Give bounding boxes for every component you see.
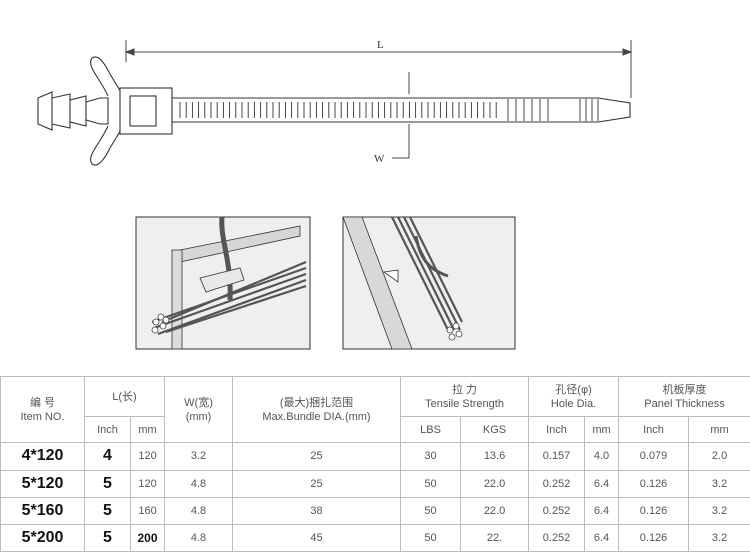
cell-kgs: 22. — [460, 523, 530, 553]
cell-lbs: 50 — [400, 469, 462, 498]
header-hole-inch: Inch — [528, 416, 586, 444]
cell-hole-inch: 0.252 — [528, 523, 586, 553]
cell-hole-inch: 0.252 — [528, 496, 586, 525]
header-length-inch: Inch — [84, 416, 131, 444]
header-item-en: Item NO. — [20, 410, 65, 423]
header-panel-cn: 机板厚度 — [662, 383, 707, 396]
table-row: 5*160 5 160 4.8 38 50 22.0 0.252 6.4 0.1… — [0, 496, 750, 525]
cell-bundle: 45 — [232, 523, 402, 553]
cell-kgs: 22.0 — [460, 469, 530, 498]
cell-kgs: 22.0 — [460, 496, 530, 525]
header-hole: 孔径(φ) Hole Dia. — [528, 375, 620, 418]
header-panel: 机板厚度 Panel Thickness — [618, 375, 750, 418]
spec-table: 编 号 Item NO. L(长) W(宽) (mm) (最大)捆扎范围 Max… — [0, 375, 750, 553]
header-hole-cn: 孔径(φ) — [555, 383, 592, 396]
header-panel-mm: mm — [688, 416, 750, 444]
length-label: L — [377, 39, 384, 51]
cell-item: 4*120 — [0, 442, 85, 471]
header-item-no: 编 号 Item NO. — [0, 375, 85, 444]
cell-panel-inch: 0.126 — [618, 496, 690, 525]
cell-panel-mm: 3.2 — [688, 496, 750, 525]
cell-panel-inch: 0.126 — [618, 523, 690, 553]
header-length: L(长) — [83, 375, 166, 418]
cell-item: 5*160 — [0, 496, 85, 525]
header-hole-en: Hole Dia. — [550, 397, 597, 410]
cell-panel-inch: 0.079 — [618, 442, 690, 471]
installation-illustration-side — [135, 216, 311, 350]
cell-bundle: 25 — [232, 469, 402, 498]
header-bundle-line2: Max.Bundle DIA.(mm) — [262, 410, 371, 423]
header-panel-inch: Inch — [618, 416, 690, 444]
cell-width: 4.8 — [164, 523, 234, 553]
cell-length-mm: 120 — [129, 442, 166, 471]
cable-tie-drawing: L W — [37, 39, 633, 350]
cell-panel-mm: 2.0 — [688, 442, 750, 471]
table-row: 4*120 4 120 3.2 25 30 13.6 0.157 4.0 0.0… — [0, 442, 750, 471]
header-tensile: 拉 力 Tensile Strength — [400, 375, 530, 418]
cell-length-mm: 200 — [129, 523, 166, 553]
header-width-line2: (mm) — [185, 410, 212, 423]
cell-length-inch: 4 — [84, 442, 131, 471]
table-row: 5*200 5 200 4.8 45 50 22. 0.252 6.4 0.12… — [0, 523, 750, 553]
cell-hole-inch: 0.157 — [528, 442, 586, 471]
strap-ribs — [179, 99, 599, 121]
header-bundle-line1: (最大)捆扎范围 — [279, 396, 354, 409]
cell-panel-mm: 3.2 — [688, 523, 750, 553]
header-length-mm: mm — [129, 416, 166, 444]
cell-width: 4.8 — [164, 469, 234, 498]
header-width: W(宽) (mm) — [164, 375, 234, 444]
cell-hole-mm: 6.4 — [584, 469, 620, 498]
cell-bundle: 38 — [232, 496, 402, 525]
header-tensile-cn: 拉 力 — [451, 383, 478, 396]
cell-length-inch: 5 — [84, 523, 131, 553]
cell-width: 4.8 — [164, 496, 234, 525]
cable-tie-body — [37, 56, 631, 166]
cell-hole-mm: 6.4 — [584, 496, 620, 525]
cell-item: 5*200 — [0, 523, 85, 553]
table-row: 5*120 5 120 4.8 25 50 22.0 0.252 6.4 0.1… — [0, 469, 750, 498]
cell-length-inch: 5 — [84, 496, 131, 525]
cell-panel-mm: 3.2 — [688, 469, 750, 498]
header-width-line1: W(宽) — [184, 396, 213, 409]
cell-bundle: 25 — [232, 442, 402, 471]
cell-item: 5*120 — [0, 469, 85, 498]
cell-length-mm: 160 — [129, 496, 166, 525]
cell-lbs: 50 — [400, 523, 462, 553]
cell-panel-inch: 0.126 — [618, 469, 690, 498]
cell-hole-mm: 4.0 — [584, 442, 620, 471]
width-dimension — [392, 72, 410, 159]
cell-lbs: 50 — [400, 496, 462, 525]
header-item-cn: 编 号 — [29, 396, 56, 409]
length-dimension — [124, 40, 633, 98]
cell-length-mm: 120 — [129, 469, 166, 498]
width-label: W — [374, 153, 385, 165]
cell-length-inch: 5 — [84, 469, 131, 498]
cell-kgs: 13.6 — [460, 442, 530, 471]
cell-hole-inch: 0.252 — [528, 469, 586, 498]
header-tensile-kgs: KGS — [460, 416, 530, 444]
header-hole-mm: mm — [584, 416, 620, 444]
header-bundle: (最大)捆扎范围 Max.Bundle DIA.(mm) — [232, 375, 402, 444]
cell-lbs: 30 — [400, 442, 462, 471]
cell-hole-mm: 6.4 — [584, 523, 620, 553]
header-tensile-lbs: LBS — [400, 416, 462, 444]
cell-width: 3.2 — [164, 442, 234, 471]
header-panel-en: Panel Thickness — [644, 397, 725, 410]
installation-illustration-front — [342, 216, 516, 350]
header-tensile-en: Tensile Strength — [425, 397, 504, 410]
